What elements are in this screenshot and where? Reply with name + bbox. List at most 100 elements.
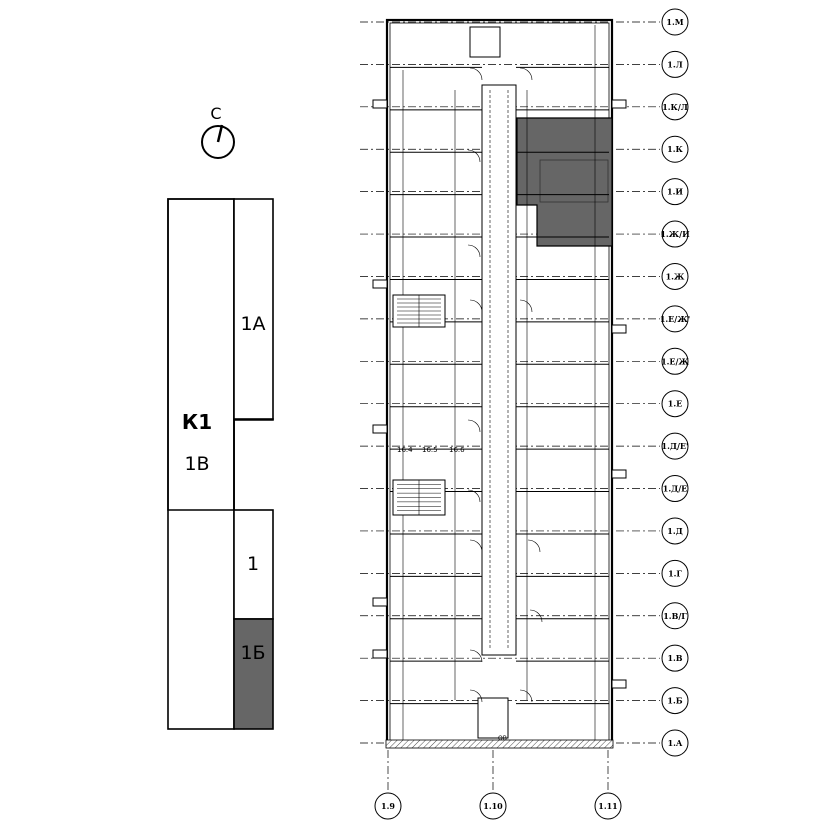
axis-label: 1.М [666,17,683,27]
axis-label: 1.Е/Ж' [660,314,690,324]
door-swing [469,689,483,703]
key-plan: 1А К1 1В 1 1Б [167,198,274,730]
balcony-tabs [372,99,627,689]
technical-room-bottom [477,697,509,739]
grid-row-axis: 1.Д [360,517,689,545]
door-swing [467,419,481,433]
door-swings [467,67,543,703]
axis-label: 1.К/Л [662,102,688,112]
compass: С [201,104,235,159]
door-swing [469,299,483,313]
axis-label: 1.В/Г [663,611,687,621]
corridor [481,84,517,656]
axis-bubble [661,50,689,78]
axis-label: 1.К [667,144,683,154]
axis-bubble [661,644,689,672]
grid-row-axis: 1.М [360,8,689,36]
stair-steps [397,480,441,515]
axis-bubble [661,517,689,545]
grid-row-axis: 1.В [360,644,689,672]
room-label-16-6: 16.6 [449,446,465,454]
balcony-tab [372,649,388,659]
balcony-tab [372,424,388,434]
axis-bubble [661,602,689,630]
axis-bubble [661,220,689,248]
axis-bubble [479,792,507,820]
keyplan-label-1: 1 [247,553,259,575]
axis-label: 1.Д/Е' [662,441,689,451]
stair-steps [397,295,441,327]
door-swing [529,609,543,623]
grid-row-axis: 1.Е/Ж [360,347,689,375]
door-swing [467,489,481,503]
axis-label: 1.Л [667,59,682,69]
axis-bubble [661,305,689,333]
door-swing [467,244,481,258]
axis-label: 1.И [667,187,683,197]
keyplan-label-1v: 1В [184,453,209,475]
bottom-slab [385,739,614,749]
axis-bubble [374,792,402,820]
balcony-tab [372,597,388,607]
room-label-16-5: 16.5 [422,446,438,454]
axis-bubble [661,8,689,36]
balcony-tab [372,99,388,109]
axis-bubble [661,135,689,163]
keyplan-label-1b: 1Б [240,642,265,664]
balcony-tab [611,324,627,334]
door-swing [469,67,483,81]
right-room-walls [516,66,609,705]
balcony-tab [611,679,627,689]
keyplan-building-label: К1 [182,410,212,434]
keyplan-section-1 [233,509,274,620]
door-swing [519,67,533,81]
axis-bubble [661,93,689,121]
axis-label: 1.А [668,738,683,748]
compass-label: С [210,104,221,123]
axis-bubble [661,262,689,290]
door-swing [519,299,533,313]
staircase-lower [392,479,446,516]
compass-circle [201,125,235,159]
keyplan-label-1a: 1А [240,313,265,335]
axis-bubble [661,687,689,715]
grid-row-axes: 1.М1.Л1.К/Л1.К1.И1.Ж/И1.Ж1.Е/Ж'1.Е/Ж1.Е1… [360,8,690,757]
axis-bubble [661,475,689,503]
grid-column-axis: 1.11 [594,750,622,820]
highlighted-apartment [516,117,613,247]
grid-row-axis: 1.Г [360,559,689,587]
grid-row-axis: 1.Л [360,50,689,78]
axis-label: 1.Д/Е [663,484,687,494]
technical-room-top [469,26,501,58]
highlighted-apartment-room [539,159,609,203]
left-room-walls [390,25,596,740]
axis-label: 1.11 [598,801,617,811]
balcony-tab [611,469,627,479]
door-swing [527,539,541,553]
grid-column-axis: 1.10 [479,750,507,820]
grid-column-axis: 1.9 [374,750,402,820]
room-label-16-4: 16.4 [397,446,413,454]
axis-bubble [661,347,689,375]
balcony-tab [372,279,388,289]
axis-label: 1.Д [667,526,682,536]
axis-bubble [661,729,689,757]
grid-row-axis: 1.Ж [360,262,689,290]
room-label-ov: ОВ [498,735,507,742]
grid-row-axis: 1.В/Г [360,602,689,630]
building-plan: 16.4 16.5 16.6 ОВ [372,18,627,749]
keyplan-section-1b [233,618,274,730]
axis-label: 1.Е [668,399,682,409]
door-swing [469,539,483,553]
axis-label: 1.Ж [666,271,685,281]
axis-bubble [661,178,689,206]
axis-label: 1.10 [483,801,503,811]
axis-bubble [661,390,689,418]
balcony-tab [611,99,627,109]
keyplan-section-1a [233,198,274,420]
door-swing [469,649,483,663]
grid-row-axis: 1.Б [360,687,689,715]
axis-label: 1.В [667,653,682,663]
axis-label: 1.9 [381,801,395,811]
